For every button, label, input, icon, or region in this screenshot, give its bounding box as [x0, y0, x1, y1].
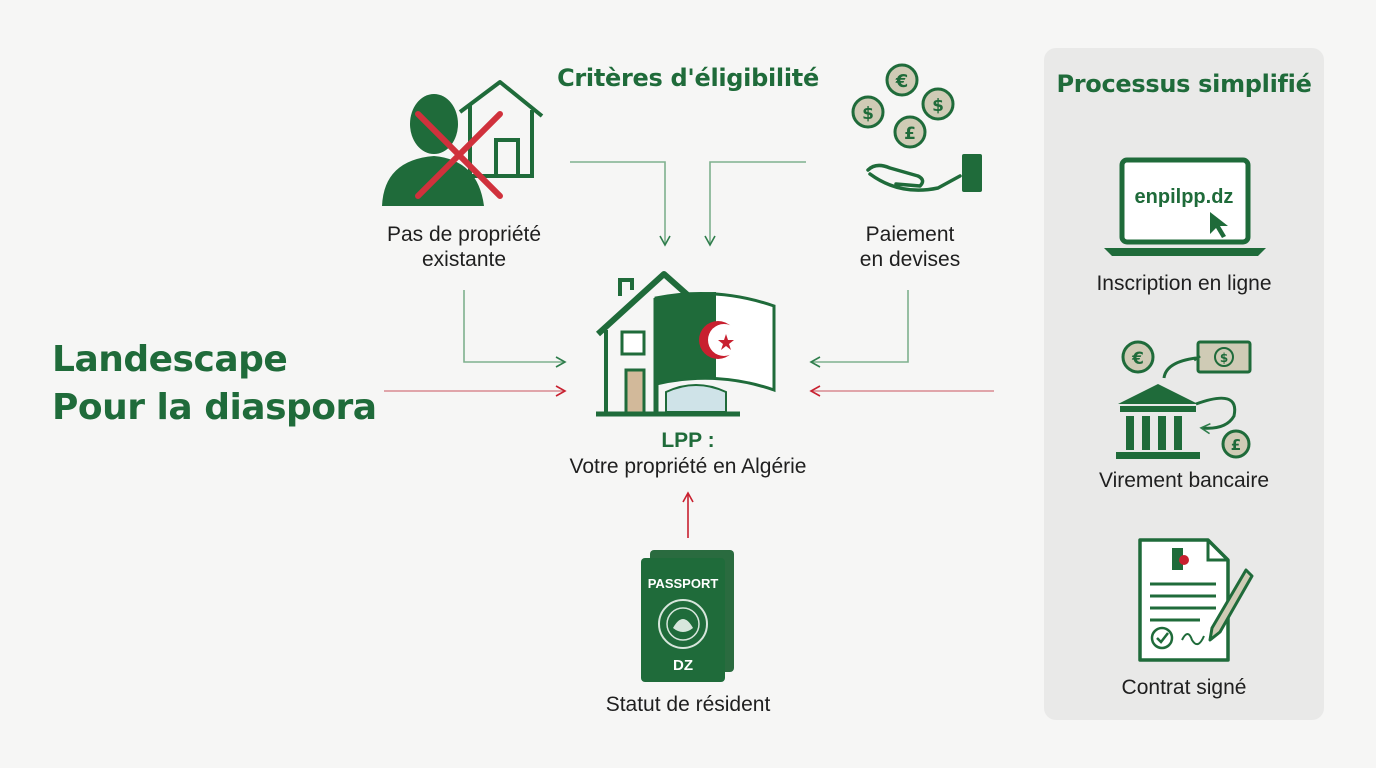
signed-contract-icon [1138, 538, 1254, 662]
no-property-line-1: Pas de propriété [386, 223, 542, 246]
svg-text:$: $ [932, 96, 944, 116]
resident-label: Statut de résident [605, 693, 771, 716]
center-heading: LPP : [661, 429, 715, 452]
process-title: Processus simplifié [1056, 70, 1312, 98]
laptop-url: enpilpp.dz [1135, 186, 1234, 208]
person-house-crossed-icon [382, 80, 544, 206]
house-algeria-flag-icon [595, 271, 776, 417]
arrow-criteria-left [570, 161, 671, 247]
svg-text:€: € [895, 71, 909, 92]
arrow-no-property [463, 290, 567, 368]
title-line-1: Landescape [52, 339, 288, 380]
svg-text:$: $ [862, 104, 874, 124]
page-title: Landescape Pour la diaspora [52, 336, 377, 432]
passport-icon [641, 550, 734, 682]
no-property-line-2: existante [421, 248, 507, 271]
payment-line-2: en devises [859, 248, 961, 271]
criteria-title: Critères d'éligibilité [557, 64, 819, 92]
step-transfer-label: Virement bancaire [1098, 469, 1270, 492]
connector-lines [384, 161, 994, 538]
arrow-payment [809, 290, 909, 368]
title-line-2: Pour la diaspora [52, 387, 377, 428]
svg-text:$: $ [1220, 351, 1228, 365]
svg-text:€: € [1131, 349, 1144, 369]
no-property-label: Pas de propriété existante [344, 222, 584, 272]
payment-line-1: Paiement [865, 223, 955, 246]
bank-transfer-icon: € $ £ [1116, 340, 1252, 459]
laptop-icon [1104, 157, 1266, 256]
payment-label: Paiement en devises [800, 222, 1020, 272]
passport-title: PASSPORT [648, 576, 719, 591]
svg-text:£: £ [1231, 436, 1241, 454]
svg-text:£: £ [904, 124, 916, 144]
step-contract-label: Contrat signé [1121, 676, 1247, 699]
center-label: LPP : Votre propriété en Algérie [540, 428, 836, 480]
center-subtitle: Votre propriété en Algérie [569, 455, 807, 478]
step-online-label: Inscription en ligne [1096, 272, 1272, 295]
arrow-criteria-right [704, 161, 806, 247]
passport-code: DZ [673, 657, 693, 674]
coins-hand-icon: € $ $ £ [851, 63, 982, 192]
